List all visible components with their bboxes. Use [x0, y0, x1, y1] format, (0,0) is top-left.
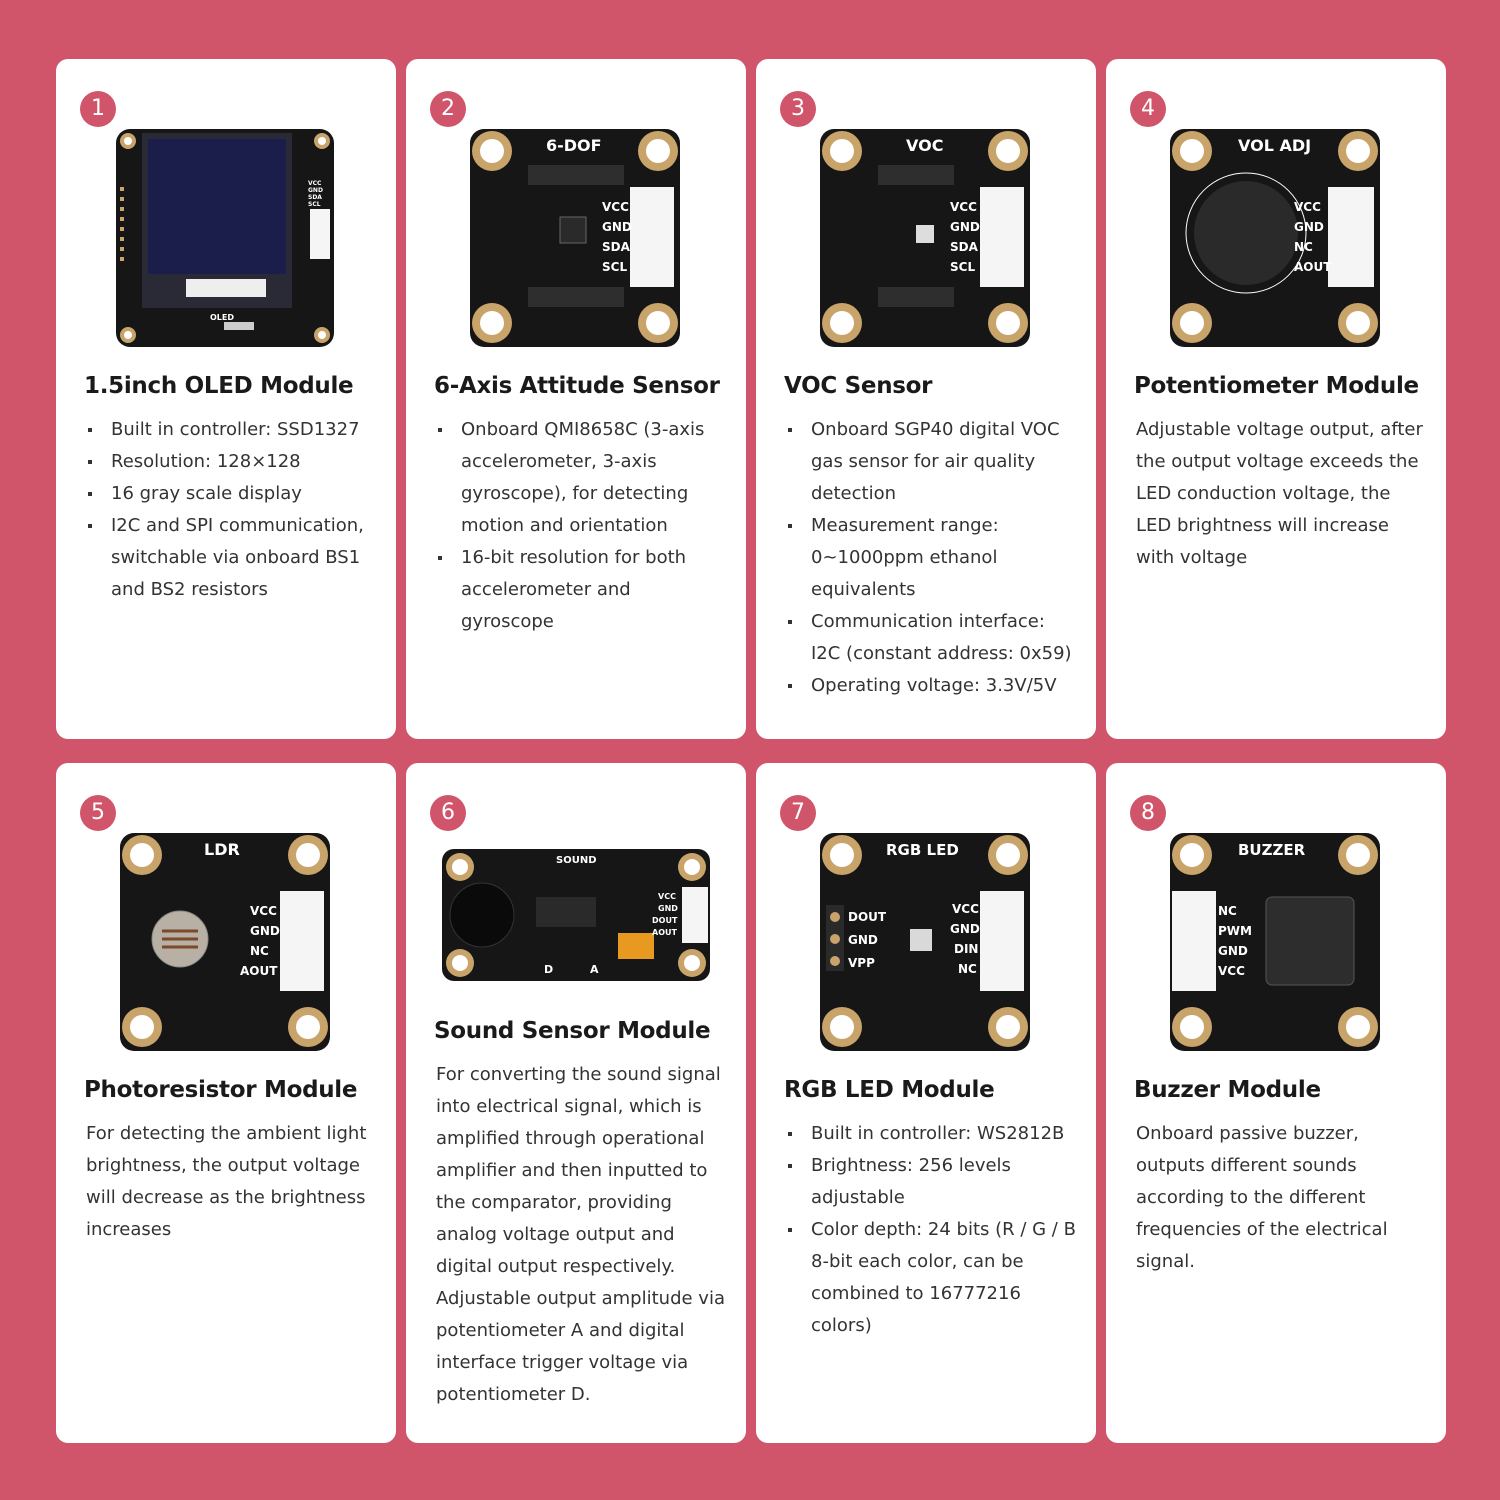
list-item: 16-bit resolution for both accelerometer…	[436, 542, 726, 638]
list-item: Operating voltage: 3.3V/5V	[786, 670, 1076, 702]
svg-text:AOUT: AOUT	[652, 928, 677, 937]
module-card-sound-sensor: 6 SOUND D A VCC GND DOUT AOUT Sound Sens…	[406, 763, 746, 1443]
list-item: Built in controller: SSD1327	[86, 414, 376, 446]
module-card-potentiometer: 4 VOL ADJ VCC GND NC AOUT Potentiometer …	[1106, 59, 1446, 739]
potentiometer-board-image: VOL ADJ VCC GND NC AOUT	[1168, 127, 1382, 349]
list-item: Communication interface: I2C (constant a…	[786, 606, 1076, 670]
svg-text:AOUT: AOUT	[1294, 260, 1332, 274]
svg-text:GND: GND	[250, 924, 280, 938]
module-card-photoresistor: 5 LDR VCC GND NC AOUT Photoresistor Modu…	[56, 763, 396, 1443]
svg-text:GND: GND	[950, 220, 980, 234]
svg-text:GND: GND	[1294, 220, 1324, 234]
module-title: Buzzer Module	[1134, 1077, 1321, 1103]
module-number-badge: 5	[80, 795, 116, 831]
module-feature-list: Onboard QMI8658C (3-axis accelerometer, …	[436, 414, 726, 638]
oled-board-image: OLED VCC GND SDA SCL	[114, 127, 336, 349]
module-title: 1.5inch OLED Module	[84, 373, 354, 399]
module-title: VOC Sensor	[784, 373, 933, 399]
module-description: For detecting the ambient light brightne…	[86, 1123, 367, 1240]
module-feature-list: Built in controller: WS2812B Brightness:…	[786, 1118, 1086, 1342]
svg-text:GND: GND	[1218, 944, 1248, 958]
svg-text:AOUT: AOUT	[240, 964, 278, 978]
rgb-board-label: RGB LED	[886, 841, 959, 859]
module-card-buzzer: 8 BUZZER NC PWM GND VCC Buzzer Module On…	[1106, 763, 1446, 1443]
list-item: Onboard QMI8658C (3-axis accelerometer, …	[436, 414, 726, 542]
module-description: Onboard passive buzzer, outputs differen…	[1136, 1123, 1388, 1272]
potentiometer-board-label: VOL ADJ	[1238, 136, 1311, 155]
svg-text:SCL: SCL	[602, 260, 627, 274]
svg-text:GND: GND	[602, 220, 632, 234]
list-item: 16 gray scale display	[86, 478, 376, 510]
svg-text:A: A	[590, 963, 599, 976]
module-number-badge: 8	[1130, 795, 1166, 831]
photoresistor-board-image: LDR VCC GND NC AOUT	[118, 831, 332, 1053]
module-number-badge: 6	[430, 795, 466, 831]
module-title: Photoresistor Module	[84, 1077, 358, 1103]
svg-text:VPP: VPP	[848, 956, 875, 970]
svg-text:VCC: VCC	[308, 180, 322, 187]
module-number-badge: 1	[80, 91, 116, 127]
oled-board-label: OLED	[210, 313, 234, 322]
svg-text:GND: GND	[658, 904, 678, 913]
svg-text:VCC: VCC	[1218, 964, 1245, 978]
svg-text:GND: GND	[308, 187, 323, 194]
module-number-badge: 4	[1130, 91, 1166, 127]
module-number-badge: 2	[430, 91, 466, 127]
rgb-led-board-image: RGB LED DOUT GND VPP VCC GND DIN NC	[818, 831, 1032, 1053]
svg-text:PWM: PWM	[1218, 924, 1252, 938]
module-description: Adjustable voltage output, after the out…	[1136, 419, 1423, 568]
module-number-badge: 7	[780, 795, 816, 831]
svg-text:GND: GND	[848, 933, 878, 947]
voc-board-label: VOC	[906, 136, 943, 155]
svg-text:SDA: SDA	[308, 194, 322, 201]
svg-text:VCC: VCC	[950, 200, 977, 214]
photoresistor-board-label: LDR	[204, 840, 240, 859]
svg-text:NC: NC	[1218, 904, 1237, 918]
list-item: Built in controller: WS2812B	[786, 1118, 1086, 1150]
module-card-voc: 3 VOC VCC GND SDA SCL VOC Sensor Onboard…	[756, 59, 1096, 739]
list-item: Brightness: 256 levels adjustable	[786, 1150, 1086, 1214]
module-title: RGB LED Module	[784, 1077, 995, 1103]
svg-text:NC: NC	[1294, 240, 1313, 254]
sound-board-label: SOUND	[556, 855, 597, 866]
svg-text:VCC: VCC	[658, 892, 676, 901]
6dof-board-label: 6-DOF	[546, 136, 602, 155]
svg-text:VCC: VCC	[602, 200, 629, 214]
module-title: Potentiometer Module	[1134, 373, 1419, 399]
svg-text:SCL: SCL	[308, 201, 321, 208]
svg-text:SDA: SDA	[602, 240, 631, 254]
svg-text:NC: NC	[958, 962, 977, 976]
svg-text:DOUT: DOUT	[848, 910, 887, 924]
list-item: Color depth: 24 bits (R / G / B 8-bit ea…	[786, 1214, 1086, 1342]
buzzer-board-label: BUZZER	[1238, 841, 1306, 859]
svg-text:VCC: VCC	[250, 904, 277, 918]
list-item: Resolution: 128×128	[86, 446, 376, 478]
buzzer-board-image: BUZZER NC PWM GND VCC	[1168, 831, 1382, 1053]
svg-text:DOUT: DOUT	[652, 916, 678, 925]
sound-sensor-board-image: SOUND D A VCC GND DOUT AOUT	[440, 847, 712, 983]
module-card-oled: 1 OLED VCC GND SDA SCL 1.5inch OLED Modu…	[56, 59, 396, 739]
svg-text:VCC: VCC	[952, 902, 979, 916]
svg-text:DIN: DIN	[954, 942, 978, 956]
svg-text:D: D	[544, 963, 553, 976]
list-item: Onboard SGP40 digital VOC gas sensor for…	[786, 414, 1076, 510]
module-title: 6-Axis Attitude Sensor	[434, 373, 720, 399]
module-feature-list: Built in controller: SSD1327 Resolution:…	[86, 414, 376, 606]
module-feature-list: Onboard SGP40 digital VOC gas sensor for…	[786, 414, 1076, 702]
svg-text:GND: GND	[950, 922, 980, 936]
svg-text:NC: NC	[250, 944, 269, 958]
6dof-board-image: 6-DOF VCC GND SDA SCL	[468, 127, 682, 349]
module-card-6dof: 2 6-DOF VCC GND SDA SCL 6-Axis Attitude …	[406, 59, 746, 739]
list-item: I2C and SPI communication, switchable vi…	[86, 510, 376, 606]
svg-text:SDA: SDA	[950, 240, 979, 254]
svg-text:VCC: VCC	[1294, 200, 1321, 214]
voc-board-image: VOC VCC GND SDA SCL	[818, 127, 1032, 349]
module-card-rgb-led: 7 RGB LED DOUT GND VPP VCC GND DIN NC RG…	[756, 763, 1096, 1443]
svg-text:SCL: SCL	[950, 260, 975, 274]
module-title: Sound Sensor Module	[434, 1018, 711, 1044]
module-description: For converting the sound signal into ele…	[436, 1064, 725, 1405]
module-number-badge: 3	[780, 91, 816, 127]
list-item: Measurement range: 0~1000ppm ethanol equ…	[786, 510, 1076, 606]
